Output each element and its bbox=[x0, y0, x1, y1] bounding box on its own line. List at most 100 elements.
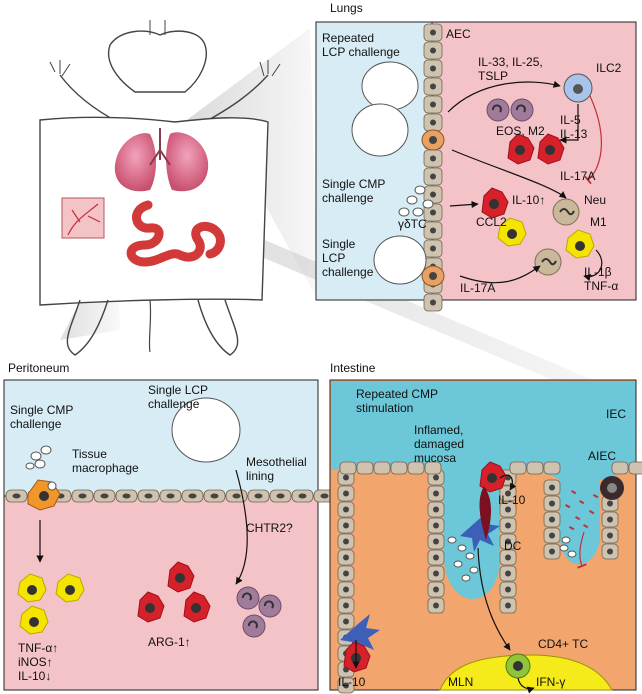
m1-macrophage bbox=[55, 573, 85, 603]
arrow-dc-to-mln bbox=[477, 547, 511, 651]
peri-single-lcp-1: Single LCP bbox=[148, 383, 208, 397]
neutrophil-cell bbox=[552, 198, 580, 226]
mouse-sketch bbox=[39, 20, 640, 400]
mesothelial-label-1: Mesothelial bbox=[246, 455, 307, 469]
cmp-particle bbox=[461, 574, 471, 582]
il10-bottom-label: IL-10 bbox=[338, 675, 366, 689]
gdtc-label: γδTC bbox=[398, 217, 427, 231]
tissue-macrophage-label-2: macrophage bbox=[72, 461, 139, 475]
intestinal-epithelial-cell bbox=[424, 461, 442, 475]
arrow-aec-to-ilc2 bbox=[447, 80, 561, 113]
m1-macrophage bbox=[565, 229, 595, 259]
dendritic-cell bbox=[460, 510, 500, 552]
m2-macrophage bbox=[481, 187, 509, 219]
m1-macrophage bbox=[19, 605, 49, 635]
trachea bbox=[149, 128, 171, 166]
aiec-label: AIEC bbox=[588, 449, 616, 463]
il33-label-2: TSLP bbox=[478, 69, 508, 83]
il17a-top-label: IL-17A bbox=[560, 169, 595, 183]
inhibit-aiec bbox=[577, 531, 587, 569]
mouse-head bbox=[107, 30, 207, 93]
m2-macrophage bbox=[479, 461, 507, 493]
chtr2-label: CHTR2? bbox=[246, 521, 293, 535]
lungs-tissue bbox=[431, 21, 637, 301]
iec-label: IEC bbox=[606, 407, 626, 421]
arrow-aec-to-neu bbox=[451, 149, 567, 199]
cmp-particle bbox=[398, 207, 410, 217]
tissue-macrophage-label-1: Tissue bbox=[72, 447, 107, 461]
damaged-mucosa bbox=[479, 486, 491, 540]
cmp-particle bbox=[453, 560, 463, 568]
m2-macrophage bbox=[137, 591, 165, 623]
peri-single-lcp-2: challenge bbox=[148, 397, 200, 411]
intestinal-epithelial-cell bbox=[526, 461, 544, 475]
lcp-particle-large-2 bbox=[351, 103, 409, 157]
ifn-label: IFN-γ bbox=[536, 675, 565, 689]
dc-label: DC bbox=[504, 539, 522, 553]
eosinophil-cell bbox=[242, 614, 266, 638]
aiec-rod bbox=[583, 524, 589, 529]
lung-left bbox=[114, 133, 156, 192]
il5-label: IL-5 bbox=[560, 113, 581, 127]
tissue-macrophage-cell bbox=[27, 479, 61, 511]
intestinal-epithelial-cell bbox=[611, 461, 629, 475]
single-lcp-label-1: Single bbox=[322, 237, 356, 251]
cmp-particle bbox=[567, 550, 577, 558]
aec-label: AEC bbox=[446, 27, 471, 41]
ccl2-label: CCL2 bbox=[476, 215, 507, 229]
intestinal-epithelial-cell bbox=[543, 461, 561, 475]
intestinal-epithelial-cell bbox=[390, 461, 408, 475]
m2-macrophage bbox=[507, 133, 535, 165]
intestinal-epithelial-cell bbox=[509, 461, 527, 475]
lcp-particle-peritoneum bbox=[171, 397, 241, 463]
inhibit-il17a-ilc2 bbox=[584, 95, 602, 185]
m2-macrophage bbox=[183, 591, 211, 623]
eosinophil-cell bbox=[236, 586, 260, 610]
repeated-lcp-label-1: Repeated bbox=[322, 31, 374, 45]
inflamed-label-1: Inflamed, bbox=[414, 423, 463, 437]
mln-label: MLN bbox=[448, 675, 473, 689]
arg1-label: ARG-1↑ bbox=[148, 635, 191, 649]
dendritic-cell bbox=[340, 614, 380, 656]
eosinophil-cell bbox=[258, 594, 282, 618]
cmp-particle bbox=[559, 544, 569, 552]
tnf-up-label: TNF-α↑ bbox=[18, 641, 58, 655]
il10-up-label: IL-10↑ bbox=[512, 193, 545, 207]
aiec-rod bbox=[575, 516, 581, 521]
m2-macrophage bbox=[167, 561, 195, 593]
intestine-panel: Repeated CMP stimulation IEC Inflamed, d… bbox=[329, 379, 642, 694]
arrow-ilc2-to-eos bbox=[559, 104, 579, 144]
intestinal-epithelial-cell bbox=[373, 461, 391, 475]
lung-right bbox=[166, 132, 209, 192]
intestinal-epithelial-cell bbox=[339, 461, 357, 475]
m1-macrophage bbox=[497, 217, 527, 247]
repeated-lcp-label-2: LCP challenge bbox=[322, 45, 400, 59]
ilc2-label: ILC2 bbox=[596, 61, 622, 75]
inos-up-label: iNOS↑ bbox=[18, 655, 53, 669]
mesothelial-cell-row bbox=[5, 489, 336, 503]
il1b-label: IL-1β bbox=[584, 265, 612, 279]
cmp-particle bbox=[457, 544, 467, 552]
arrow-chtr2 bbox=[235, 469, 248, 585]
aiec-rod bbox=[565, 504, 571, 509]
arrow-m1-cytokines bbox=[583, 249, 603, 282]
inflamed-label-3: mucosa bbox=[414, 451, 456, 465]
il10-mid-label: IL-10 bbox=[498, 493, 526, 507]
intestinal-epithelial-cell bbox=[407, 461, 425, 475]
peri-single-cmp-1: Single CMP bbox=[10, 403, 73, 417]
mouse-leg-left bbox=[66, 299, 109, 356]
aiec-rod bbox=[579, 500, 585, 505]
mesothelial-label-2: lining bbox=[246, 469, 274, 483]
m2-macrophage bbox=[537, 133, 565, 165]
eosinophil-cell bbox=[486, 98, 510, 122]
peritoneum-panel: Single CMP challenge Tissue macrophage S… bbox=[3, 379, 336, 691]
cmp-particle-cluster bbox=[25, 445, 52, 470]
intestinal-epithelial-cell bbox=[356, 461, 374, 475]
arrow-cd4-ifn bbox=[517, 677, 535, 694]
intestine-title: Intestine bbox=[330, 361, 376, 375]
peritoneum-title: Peritoneum bbox=[8, 361, 69, 375]
tnf-label: TNF-α bbox=[584, 279, 618, 293]
cmp-particle bbox=[465, 552, 475, 560]
il33-label-1: IL-33, IL-25, bbox=[478, 55, 543, 69]
